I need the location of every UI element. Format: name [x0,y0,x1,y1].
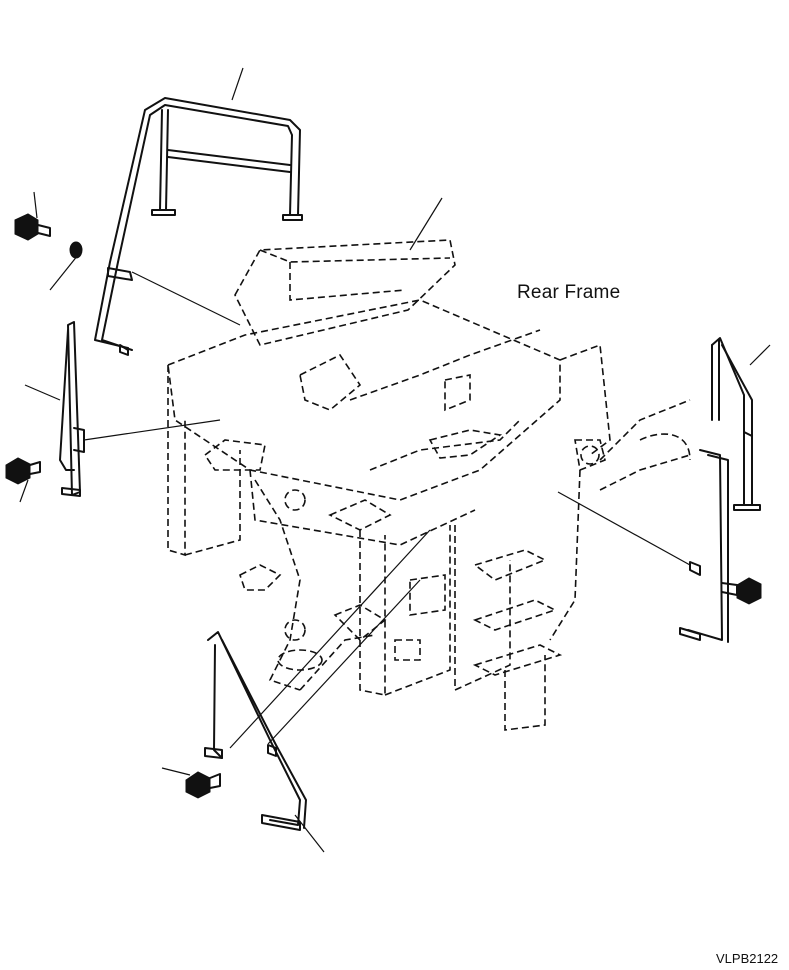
upper-handrail [94,97,303,356]
leader-lines [19,67,771,853]
bolt-bottom [185,771,221,799]
left-handrail [59,321,85,497]
right-handrail [679,337,761,643]
drawing-code: VLPB2122 [716,951,779,966]
bolt-top-left [14,213,51,241]
rear-frame-label: Rear Frame [517,282,621,303]
washer-top-left [69,241,83,259]
bolt-left [5,457,41,485]
lower-handrail [204,631,307,831]
rear-frame-outline [167,239,691,731]
bolt-right [721,577,762,605]
